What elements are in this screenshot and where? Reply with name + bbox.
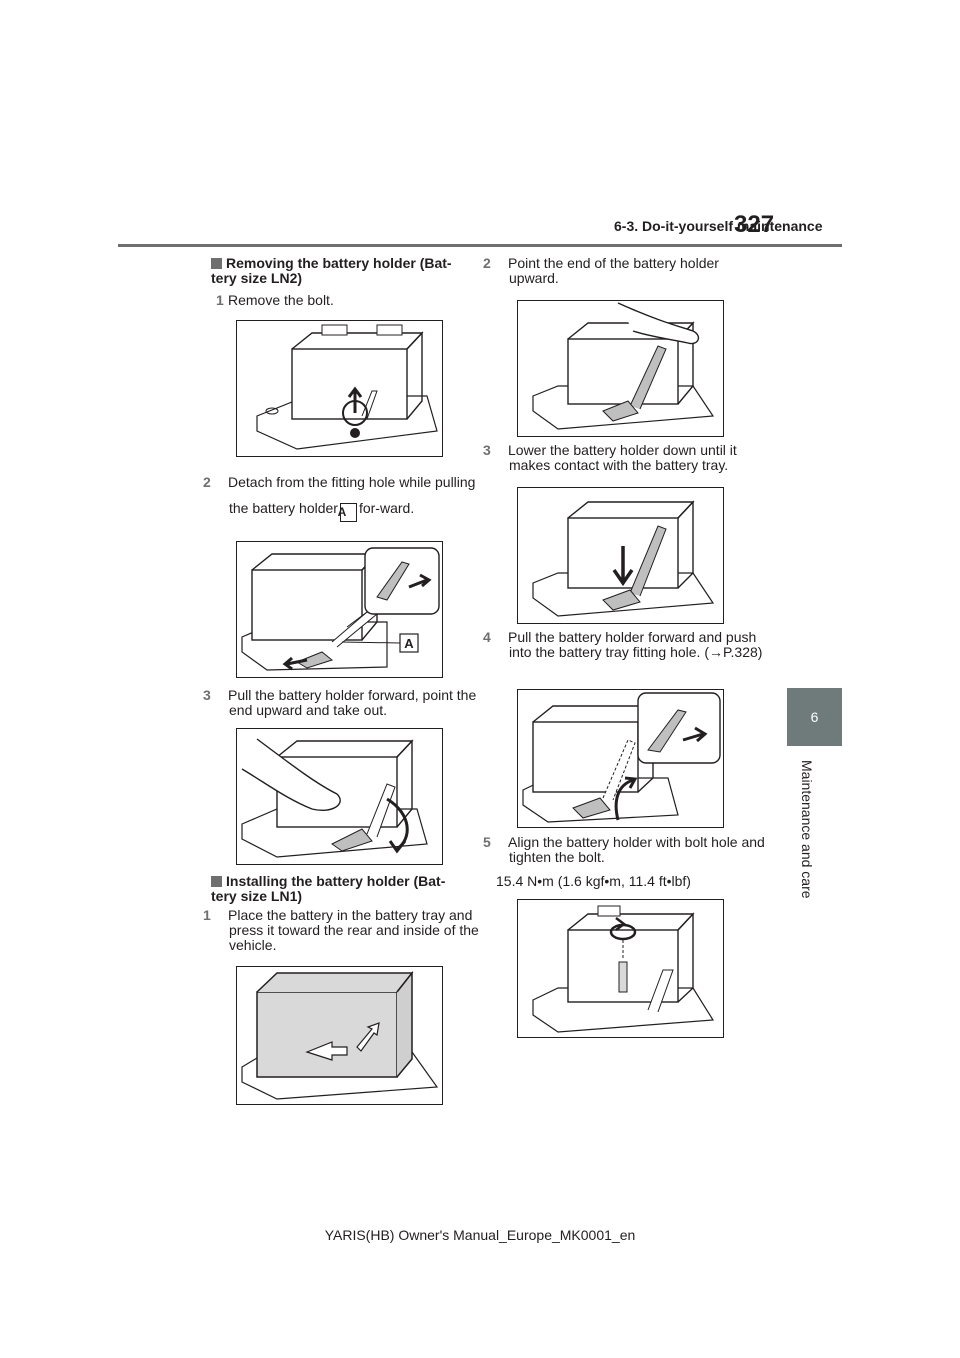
battery-holder-push-illustration	[522, 692, 721, 823]
figure-callout-a: A	[404, 636, 414, 651]
heading-installing-holder: Installing the battery holder (Bat-tery …	[211, 873, 446, 904]
section-title: 6-3. Do-it-yourself maintenance	[614, 218, 823, 234]
battery-holder-remove-illustration	[241, 738, 428, 858]
battery-holder-lower-illustration	[532, 500, 715, 617]
figure-pull-holder	[236, 728, 443, 865]
battery-tray-placement-illustration	[241, 970, 439, 1100]
battery-bolt-tighten-illustration	[532, 905, 715, 1033]
figure-lower-holder	[517, 487, 724, 624]
torque-spec: 15.4 N•m (1.6 kgf•m, 11.4 ft•lbf)	[496, 873, 691, 889]
battery-bolt-illustration	[256, 324, 438, 450]
battery-holder-upward-illustration	[532, 302, 715, 430]
chapter-number: 6	[810, 709, 819, 725]
figure-place-battery	[236, 966, 443, 1105]
figure-push-holder	[517, 689, 724, 828]
figure-point-end-upward	[517, 300, 724, 437]
chapter-tab	[787, 688, 842, 746]
page-number: 327	[734, 211, 775, 238]
square-bullet-icon	[211, 258, 222, 269]
footer-manual-id: YARIS(HB) Owner's Manual_Europe_MK0001_e…	[324, 1227, 636, 1243]
figure-remove-bolt	[236, 320, 443, 457]
battery-holder-detach-illustration: A	[241, 547, 440, 671]
figure-detach-holder: A	[236, 541, 443, 678]
square-bullet-icon	[211, 876, 222, 887]
chapter-label-text: Maintenance and care	[799, 760, 815, 899]
figure-tighten-bolt	[517, 899, 724, 1038]
header-rule	[118, 244, 842, 247]
callout-a-label: A	[338, 503, 357, 522]
heading-removing-holder: Removing the battery holder (Bat-tery si…	[211, 255, 452, 286]
chapter-label: Maintenance and care	[799, 760, 820, 920]
